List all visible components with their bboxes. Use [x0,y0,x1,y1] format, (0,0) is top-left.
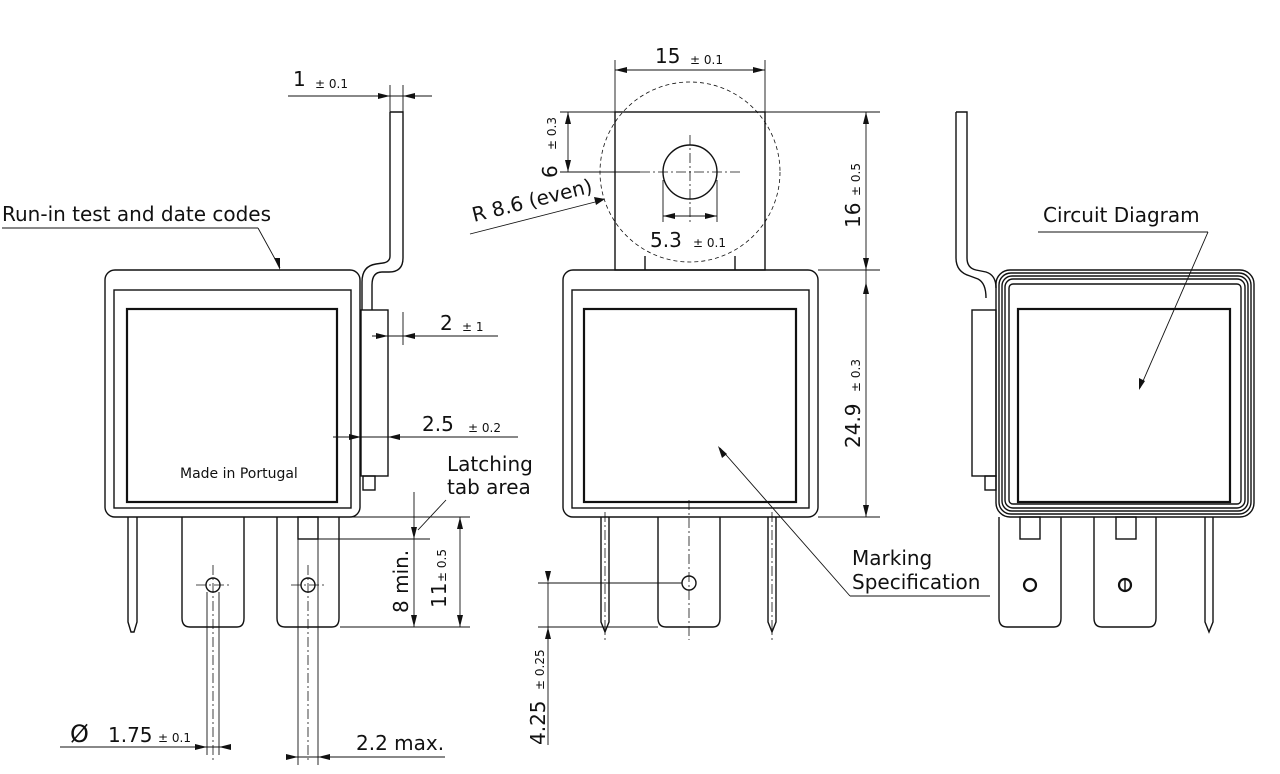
svg-text:Specification: Specification [852,570,980,594]
dim-hole-6: 6 [538,165,562,178]
left-relay-body [104,269,361,518]
right-pin-hole-1 [1022,577,1038,593]
left-pin-thin [127,517,138,633]
right-side-plate [971,309,997,477]
right-label-face [1016,307,1232,504]
dim-max-2-2: 2.2 max. [356,731,444,755]
dim-min-8: 8 min. [389,550,413,613]
dim-hole-5-3: 5.3 [650,228,682,252]
left-pin-30 [276,517,340,628]
svg-text:± 0.1: ± 0.1 [315,77,348,91]
dim-width-15: 15 [655,44,680,68]
left-view [104,111,404,760]
right-relay-body [995,269,1255,518]
svg-text:± 0.25: ± 0.25 [533,649,547,690]
middle-pin-left [600,517,610,634]
svg-text:± 0.1: ± 0.1 [158,731,191,745]
svg-text:± 0.5: ± 0.5 [435,549,449,582]
right-view [955,111,1255,634]
dim-tab-thickness: 1 [293,67,306,91]
dim-pin-11: 11 [427,583,451,608]
svg-text:± 1: ± 1 [462,320,484,334]
right-pin-1 [998,517,1062,628]
label-runin: Run-in test and date codes [2,202,271,226]
dim-height-16: 16 [841,203,865,228]
middle-label-face [582,307,798,504]
left-relay-rim [113,289,352,509]
dim-pin-4-25: 4.25 [526,700,550,745]
right-pin-2 [1093,517,1157,628]
dim-hole-dia: 1.75 [108,723,153,747]
left-side-plate [360,309,389,477]
middle-view [562,81,819,640]
right-mounting-tab [956,111,997,289]
right-dimensions: Circuit Diagram [1038,203,1209,390]
svg-text:± 0.1: ± 0.1 [693,236,726,250]
diameter-icon: Ø [70,720,89,748]
svg-text:± 0.3: ± 0.3 [545,117,559,150]
svg-text:± 0.2: ± 0.2 [468,421,501,435]
middle-pin-right [767,517,777,634]
left-mounting-tab [371,111,404,310]
latching-leader [417,499,447,531]
middle-relay-body [562,269,819,518]
svg-text:± 0.1: ± 0.1 [690,53,723,67]
dim-height-24-9: 24.9 [841,403,865,448]
svg-text:± 0.5: ± 0.5 [849,163,863,196]
middle-dimensions: 15 ± 0.1 6 ± 0.3 R 8.6 (even) 5.3 ± 0.1 … [469,44,990,745]
left-pin-87 [181,517,245,628]
label-circuit: Circuit Diagram [1043,203,1200,227]
dim-offset-2: 2 [440,311,453,335]
right-pin-hole-2 [1117,577,1133,593]
middle-pin-center [657,517,721,628]
svg-text:tab area: tab area [447,475,531,499]
right-pin-thin [1204,517,1214,634]
label-made-in: Made in Portugal [180,466,298,482]
label-latching: Latching [447,452,533,476]
dim-offset-2-5: 2.5 [422,412,454,436]
left-dimensions: 1 ± 0.1 2 ± 1 2.5 ± 0.2 Latching tab are… [2,67,533,765]
left-label-face [125,307,339,504]
svg-text:± 0.3: ± 0.3 [849,359,863,392]
dim-radius: R 8.6 (even) [469,174,594,227]
label-marking: Marking [852,546,932,570]
